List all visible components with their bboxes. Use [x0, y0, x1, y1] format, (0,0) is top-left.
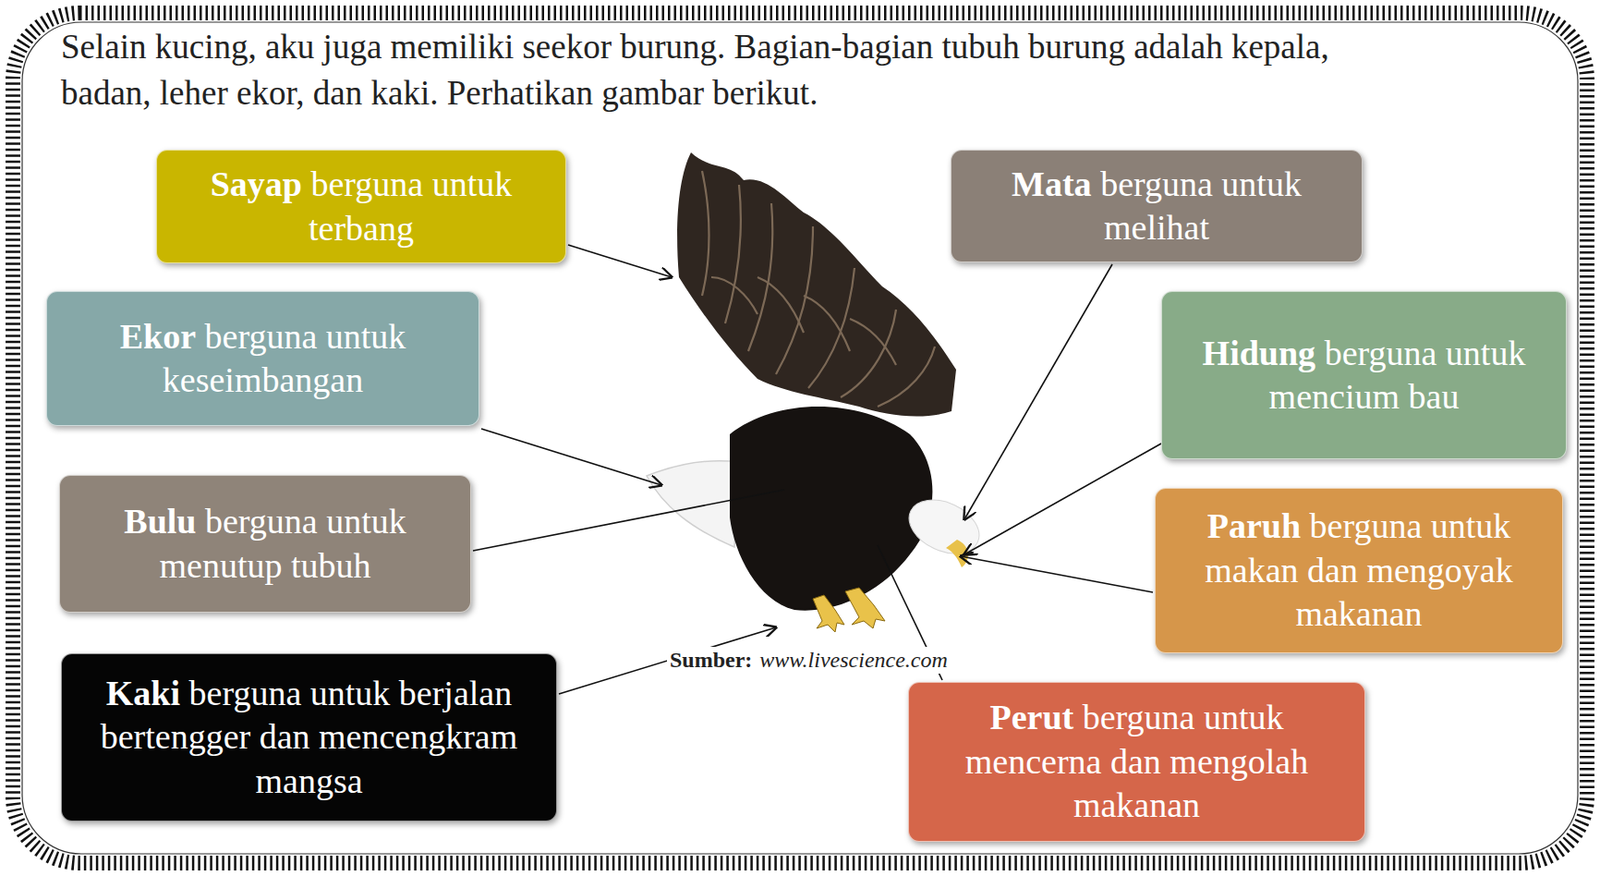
box-text: Paruhberguna untuk makan dan mengoyak ma…	[1170, 504, 1548, 637]
leader-line	[964, 443, 1162, 555]
body	[729, 406, 933, 611]
part-name: Bulu	[123, 501, 196, 541]
box-text: Hidungberguna untuk mencium bau	[1176, 331, 1552, 420]
part-name: Paruh	[1207, 506, 1301, 546]
source-label: Sumber:	[666, 646, 755, 674]
box-text: Mataberguna untuk melihat	[966, 162, 1347, 251]
beak-box: Paruhberguna untuk makan dan mengoyak ma…	[1154, 487, 1564, 654]
feather-lines	[702, 170, 935, 407]
feather-box: Buluberguna untuk menutup tubuh	[59, 474, 472, 613]
part-function: berguna untuk menutup tubuh	[158, 501, 406, 585]
part-function: berguna untuk melihat	[1100, 164, 1302, 248]
part-function: berguna untuk keseimbangan	[162, 316, 407, 400]
box-text: Sayapberguna untuk terbang	[171, 162, 551, 251]
box-text: Buluberguna untuk menutup tubuh	[74, 499, 456, 588]
tail	[646, 460, 740, 547]
stomach-box: Perutberguna untuk mencerna dan mengolah…	[908, 681, 1366, 842]
leader-line	[481, 428, 662, 485]
source-url: www.livescience.com	[756, 646, 950, 674]
part-name: Kaki	[106, 673, 181, 713]
box-text: Ekorberguna untuk keseimbangan	[61, 315, 464, 403]
leader-line	[960, 556, 1153, 593]
eye-box: Mataberguna untuk melihat	[950, 149, 1363, 263]
leader-line	[964, 264, 1113, 520]
part-name: Mata	[1011, 164, 1092, 204]
box-text: Kakiberguna untuk berjalan bertengger da…	[76, 671, 542, 804]
intro-text: Selain kucing, aku juga memiliki seekor …	[60, 24, 1373, 117]
coil-border	[12, 12, 1588, 863]
part-name: Hidung	[1202, 333, 1317, 373]
leg-box: Kakiberguna untuk berjalan bertengger da…	[60, 653, 558, 822]
part-name: Ekor	[120, 316, 196, 356]
tail-box: Ekorberguna untuk keseimbangan	[46, 290, 480, 426]
nose-box: Hidungberguna untuk mencium bau	[1161, 290, 1567, 460]
part-function: berguna untuk terbang	[308, 164, 512, 248]
leader-line	[472, 489, 785, 551]
leader-line	[568, 244, 672, 278]
wing	[677, 152, 957, 416]
inner-border	[22, 22, 1578, 854]
wing-box: Sayapberguna untuk terbang	[156, 149, 567, 264]
feet	[812, 587, 885, 632]
part-name: Perut	[990, 697, 1075, 737]
part-name: Sayap	[210, 164, 303, 204]
box-text: Perutberguna untuk mencerna dan mengolah…	[923, 695, 1350, 828]
leader-line	[558, 627, 776, 694]
